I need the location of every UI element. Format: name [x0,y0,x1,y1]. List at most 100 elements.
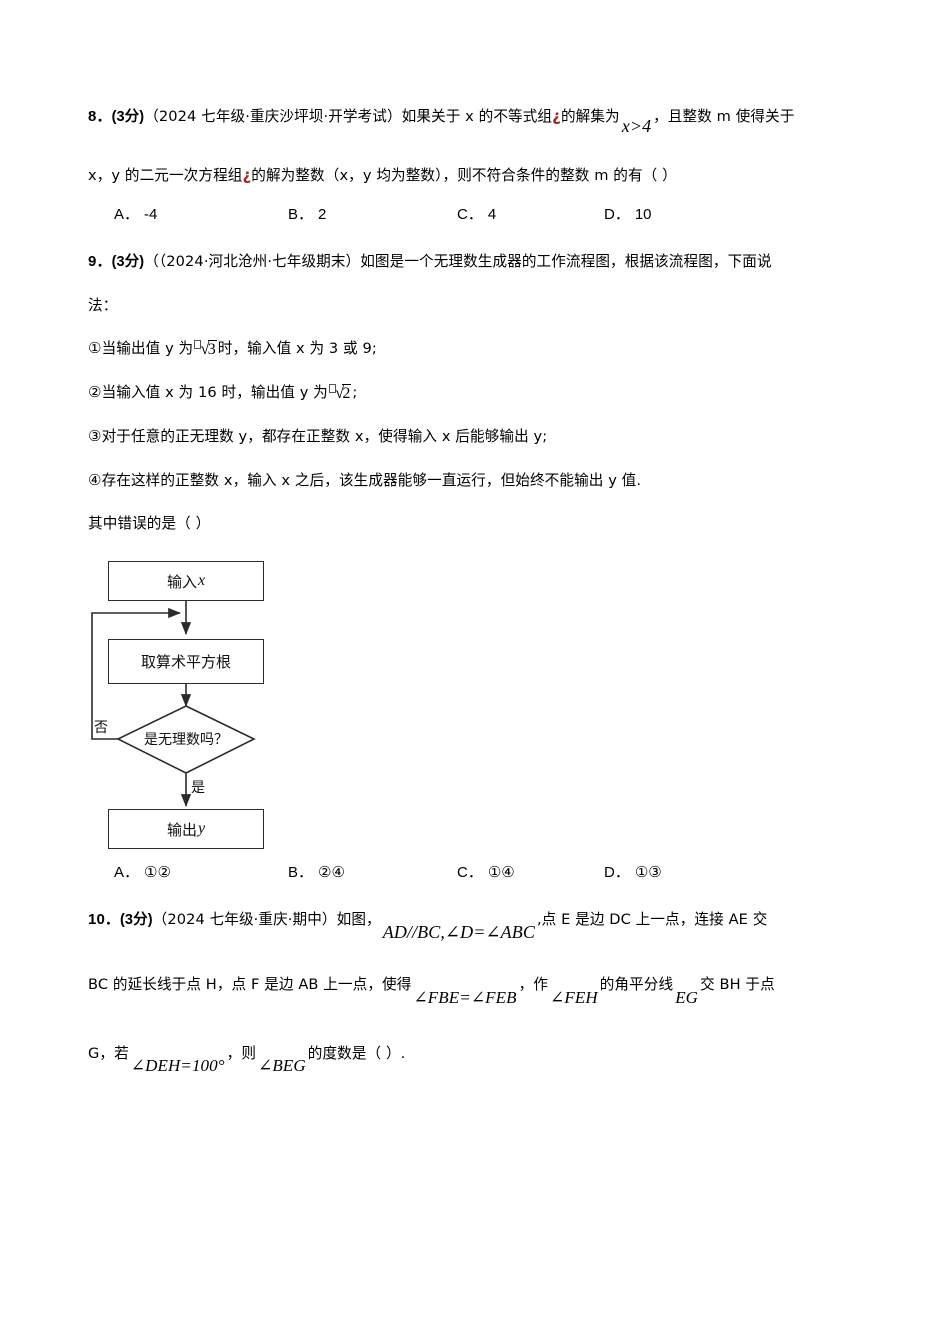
question-10-line-3: G，若∠DEH=100°，则∠BEG的度数是（ ）. [88,1038,880,1075]
question-8-text-b: 的解集为 [560,108,620,125]
question-9-number: 9 [88,253,97,270]
statement-mark: ③ [88,427,102,445]
question-10-text-h: ，则 [226,1045,257,1062]
statement-text: 对于任意的正无理数 y，都存在正整数 x，使得输入 x 后能够输出 y; [101,428,548,445]
question-10-equation-1: AD//BC,∠D=∠ABC [382,922,535,942]
question-8-annotation-2: ¿ [242,166,252,184]
option-label: A． [114,864,140,881]
flowchart-yes-label: 是 [191,780,205,796]
question-9-line-2: 法： [88,291,880,321]
question-10-source: （2024 七年级·重庆·期中） [152,911,337,928]
question-10-number: 10 [88,911,105,928]
question-9-option-a[interactable]: A．①② [114,861,171,882]
question-10-equation-3: ∠FEH [550,988,598,1007]
option-value: ②④ [318,864,345,881]
flowchart-connectors [91,601,192,807]
question-9-line-1: 9．(3分)（（2024·河北沧州·七年级期末）如图是一个无理数生成器的工作流程… [88,253,772,270]
question-8-source: （2024 七年级·重庆沙坪坝·开学考试） [144,108,402,125]
option-value: ①③ [634,864,662,881]
question-9-source: （（2024·河北沧州·七年级期末） [144,253,361,270]
question-10-text-f: 交 BH 于点 [700,976,775,993]
statement-text-pre: 当输出值 y 为 [101,340,194,357]
question-10: 10．(3分)（2024 七年级·重庆·期中）如图，AD//BC,∠D=∠ABC… [88,903,880,1075]
question-9-option-c[interactable]: C．①④ [457,861,515,882]
document-content: 8．(3分)（2024 七年级·重庆沙坪坝·开学考试）如果关于 x 的不等式组¿… [88,100,880,1075]
flowchart-no-label: 否 [94,720,108,736]
option-value: ①② [144,864,171,881]
statement-text-post: ; [352,384,358,401]
question-10-text-g: G，若 [88,1045,129,1062]
question-8-option-a[interactable]: A．-4 [114,203,157,224]
question-10-text-d: ，作 [518,976,549,993]
question-10-score: (3分) [120,912,153,928]
question-10-equation-4: EG [675,988,699,1007]
question-8-option-b[interactable]: B．2 [288,203,326,224]
question-9-options: A．①② B．②④ C．①④ D．①③ [88,861,880,891]
statement-mark: ② [88,383,102,401]
question-8-number: 8 [88,108,97,125]
flowchart-output-label: 输出 [166,820,197,839]
question-8-text-d: x，y 的二元一次方程组 [88,167,243,184]
question-9-option-d[interactable]: D．①③ [604,861,662,882]
question-9: 9．(3分)（（2024·河北沧州·七年级期末）如图是一个无理数生成器的工作流程… [88,247,880,891]
question-8-text-e: 的解为整数（x，y 均为整数），则不符合条件的整数 m 的有（ ） [251,167,677,184]
question-9-score: (3分) [111,254,145,270]
radical-sqrt-2: √2 [328,378,353,409]
statement-text-post: 时，输入值 x 为 3 或 9; [217,340,377,357]
option-label: D． [604,206,630,223]
statement-mark: ① [88,339,102,357]
question-10-equation-6: ∠BEG [258,1056,306,1075]
question-10-line-1: 10．(3分)（2024 七年级·重庆·期中）如图，AD//BC,∠D=∠ABC… [88,903,880,942]
option-value: -4 [144,206,158,223]
option-label: A． [114,206,140,223]
flowchart-input-label: 输入 [166,572,197,591]
flowchart-decision-shape [116,705,256,774]
question-8-score: (3分) [111,109,145,125]
statement-mark: ④ [88,471,102,489]
question-9-statement-4: ④存在这样的正整数 x，输入 x 之后，该生成器能够一直运行，但始终不能输出 y… [88,465,880,496]
question-10-equation-5: ∠DEH=100° [130,1056,225,1075]
question-8-line-2: x，y 的二元一次方程组¿的解为整数（x，y 均为整数），则不符合条件的整数 m… [88,160,880,191]
question-8: 8．(3分)（2024 七年级·重庆沙坪坝·开学考试）如果关于 x 的不等式组¿… [88,100,880,233]
glyph-box-artifact [328,384,336,393]
flowchart-process-box: 取算术平方根 [108,639,264,684]
glyph-box-artifact [194,340,202,349]
question-10-text-c: BC 的延长线于点 H，点 F 是边 AB 上一点，使得 [88,976,412,993]
question-9-statement-3: ③对于任意的正无理数 y，都存在正整数 x，使得输入 x 后能够输出 y; [88,421,880,452]
question-8-option-c[interactable]: C．4 [457,203,496,224]
option-label: C． [457,206,483,223]
question-10-text-a: 如图， [336,911,381,928]
option-value: 4 [487,206,497,223]
option-label: D． [604,864,630,881]
radicand: 2 [342,384,352,402]
flowchart-process-label: 取算术平方根 [140,653,231,671]
question-8-annotation-1: ¿ [552,107,561,125]
option-label: B． [288,206,314,223]
flowchart-output-variable: y [197,820,206,837]
prompt-text: 其中错误的是（ ） [88,515,211,532]
question-10-text-b: ,点 E 是边 DC 上一点，连接 AE 交 [536,911,768,928]
question-8-line-1: 8．(3分)（2024 七年级·重庆沙坪坝·开学考试）如果关于 x 的不等式组¿… [88,100,880,136]
question-10-equation-2: ∠FBE=∠FEB [413,988,517,1007]
question-10-line-2: BC 的延长线于点 H，点 F 是边 AB 上一点，使得∠FBE=∠FEB，作∠… [88,969,880,1007]
question-9-option-b[interactable]: B．②④ [288,861,345,882]
question-9-prompt: 其中错误的是（ ） [88,509,880,539]
radical-sqrt-3: √3 [193,334,218,365]
question-9-text-a: 如图是一个无理数生成器的工作流程图，根据该流程图，下面说 [360,253,772,270]
question-9-statement-2: ②当输入值 x 为 16 时，输出值 y 为√2; [88,377,880,408]
question-8-equation-1: x>4 [621,116,652,136]
question-8-text-c: ，且整数 m 使得关于 [653,108,795,125]
option-label: B． [288,864,314,881]
option-label: C． [457,864,483,881]
question-10-text-i: 的度数是（ ）. [307,1045,406,1062]
question-10-text-e: 的角平分线 [599,976,674,993]
question-8-option-d[interactable]: D．10 [604,203,652,224]
question-8-options: A．-4 B．2 C．4 D．10 [88,203,880,233]
statement-text: 存在这样的正整数 x，输入 x 之后，该生成器能够一直运行，但始终不能输出 y … [101,472,642,489]
radicand: 3 [207,340,217,358]
